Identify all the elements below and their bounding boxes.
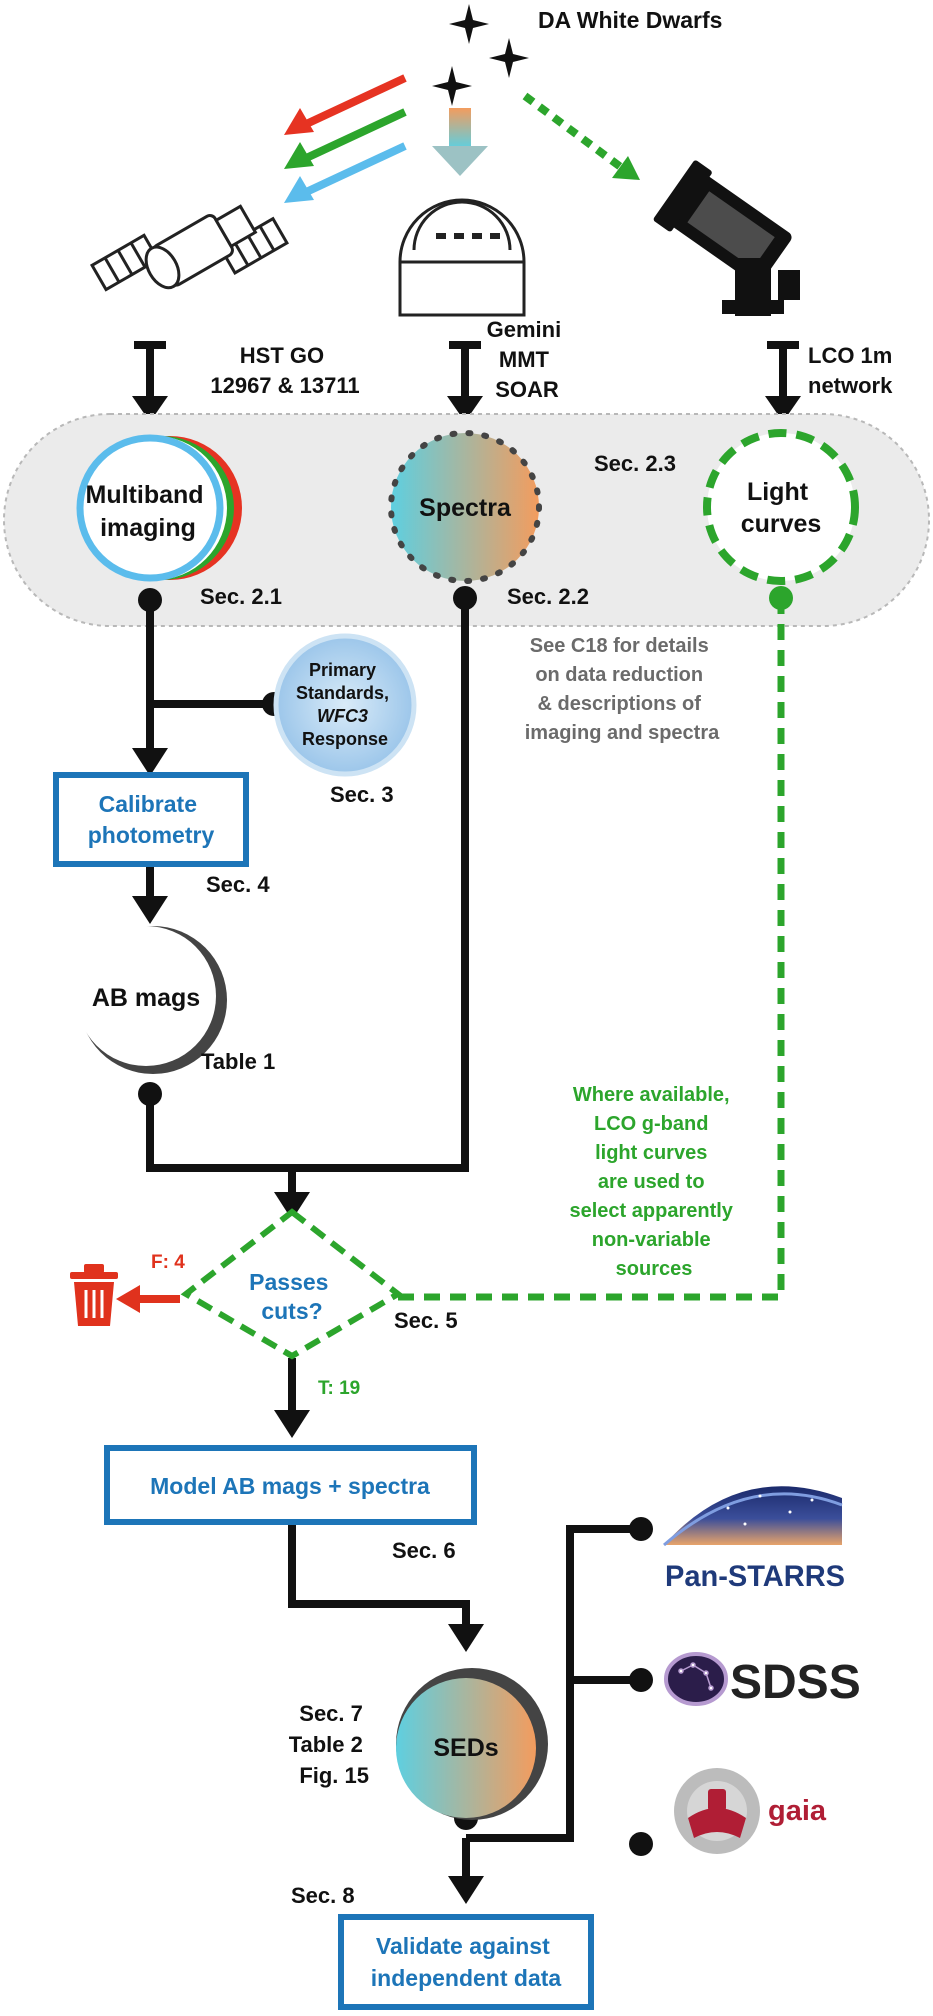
sec22-label: Sec. 2.2 [507, 584, 589, 609]
calibrate-box [53, 772, 249, 867]
hst-label: HST GO 12967 & 13711 [210, 343, 359, 398]
lco-note: Where available, LCO g-band light curves… [570, 1084, 739, 1280]
multiband-label: Multiband imaging [86, 481, 211, 542]
false-branch-label: F: 4 [151, 1252, 185, 1273]
star-icon [432, 4, 529, 106]
sec6-label: Sec. 6 [392, 1538, 456, 1563]
band-arrows [284, 74, 407, 203]
ab-mags-node [76, 926, 216, 1066]
sdss-label: SDSS [730, 1656, 861, 1709]
connector-arrowheads [132, 748, 484, 1904]
connectors [146, 598, 640, 1880]
instrument-arrows [132, 341, 801, 422]
lco-arrow [522, 92, 640, 180]
observatory-icon [398, 198, 526, 317]
spectra-arrow [432, 108, 488, 176]
c18-note: See C18 for details on data reduction & … [525, 635, 720, 744]
satellite-icon [90, 204, 289, 292]
sec23-label: Sec. 2.3 [594, 451, 676, 476]
sec5-label: Sec. 5 [394, 1308, 458, 1333]
gaia-label: gaia [768, 1795, 827, 1827]
panstarrs-logo [663, 1486, 843, 1547]
title: DA White Dwarfs [538, 7, 722, 33]
ground-label: Gemini MMT SOAR [487, 317, 568, 402]
sec7-label: Sec. 7 Table 2 Fig. 15 [289, 1701, 369, 1788]
sec21-label: Sec. 2.1 [200, 584, 282, 609]
spectra-node [388, 430, 542, 584]
panstarrs-label: Pan-STARRS [665, 1560, 845, 1593]
sec4-label: Sec. 4 [206, 872, 270, 897]
multiband-node [76, 434, 242, 582]
sec3-label: Sec. 3 [330, 782, 394, 807]
model-label: Model AB mags + spectra [150, 1473, 430, 1499]
light-curves-node [703, 429, 859, 585]
validate-box [338, 1914, 594, 2010]
telescope-icon [653, 160, 800, 316]
spectra-label: Spectra [419, 494, 512, 522]
calibrate-label: Calibrate photometry [88, 791, 215, 848]
light-curves-label: Light curves [741, 478, 822, 538]
sdss-logo [664, 1652, 728, 1706]
lco-label: LCO 1m network [808, 343, 898, 398]
passes-label: Passes cuts? [249, 1269, 335, 1324]
true-branch-label: T: 19 [318, 1378, 360, 1399]
sec8-label: Sec. 8 [291, 1883, 355, 1908]
lco-connector [395, 586, 793, 1301]
table1-label: Table 1 [201, 1049, 275, 1074]
gaia-logo [674, 1768, 760, 1854]
ab-mags-label: AB mags [92, 984, 200, 1012]
model-box [104, 1445, 477, 1525]
standards-node [273, 633, 417, 777]
false-branch-arrow [116, 1285, 180, 1313]
trash-icon [70, 1264, 118, 1326]
passes-diamond [180, 1208, 404, 1360]
standards-label: Primary Standards, WFC3 Response [296, 660, 394, 749]
seds-node [396, 1678, 536, 1818]
validate-label: Validate against independent data [371, 1933, 562, 1991]
seds-label: SEDs [433, 1734, 498, 1762]
